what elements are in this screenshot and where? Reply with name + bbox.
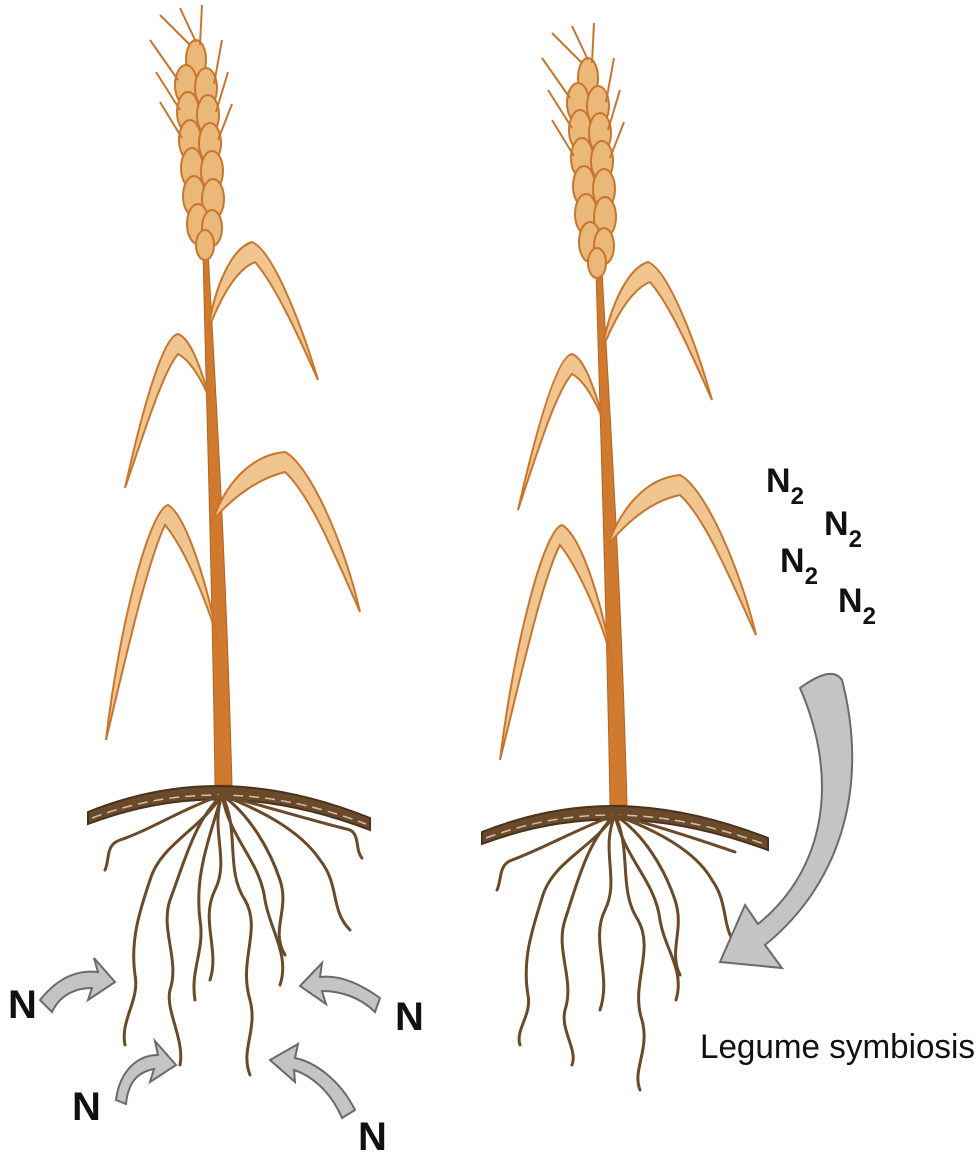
- left-plant: N N N N: [8, 5, 424, 1157]
- legume-symbiosis-caption: Legume symbiosis: [700, 1028, 975, 1066]
- left-roots: [105, 795, 362, 1075]
- n2-label-2: N2: [824, 505, 862, 553]
- n2-label-4: N2: [838, 582, 876, 630]
- fixation-arrow: [720, 674, 852, 968]
- uptake-arrow-2: [116, 1041, 176, 1104]
- uptake-arrow-3: [300, 963, 380, 1012]
- left-stem: [203, 250, 232, 785]
- n2-label-3: N2: [780, 542, 818, 590]
- uptake-arrow-1: [40, 958, 115, 1012]
- uptake-label-2: N: [72, 1085, 101, 1129]
- uptake-label-4: N: [358, 1115, 387, 1157]
- right-plant: N2 N2 N2 N2 Legume symbiosis: [482, 23, 975, 1090]
- uptake-label-3: N: [395, 995, 424, 1039]
- n2-label-1: N2: [766, 462, 804, 510]
- left-leaves: [106, 242, 360, 740]
- uptake-arrow-4: [270, 1044, 355, 1118]
- right-leaves: [500, 262, 756, 760]
- uptake-label-1: N: [8, 983, 37, 1027]
